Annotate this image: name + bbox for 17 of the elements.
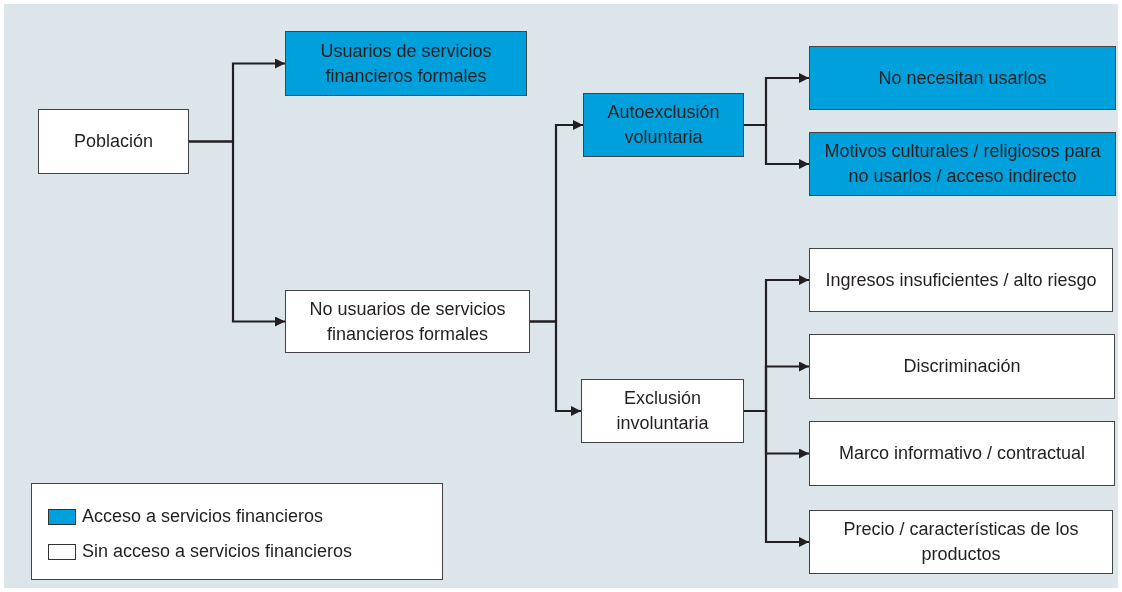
- highlighted-category-box: Motivos culturales / religiosos para no usarlos / acceso indirecto: [809, 132, 1116, 196]
- connector-arrow: [744, 409, 809, 547]
- connector-arrow: [530, 320, 581, 416]
- category-box: Marco informativo / contractual: [809, 421, 1115, 486]
- category-box: Discriminación: [809, 334, 1115, 399]
- connector-arrow: [744, 123, 809, 169]
- category-box: Población: [38, 109, 189, 174]
- legend-label: Acceso a servicios financieros: [82, 506, 324, 527]
- highlighted-category-box: Autoexclusión voluntaria: [583, 93, 744, 157]
- category-box: Ingresos insuficientes / alto riesgo: [809, 248, 1113, 312]
- connector-arrow: [189, 140, 285, 327]
- highlighted-category-box: Usuarios de servicios financieros formales: [285, 31, 527, 96]
- category-box: Precio / características de los productos: [809, 510, 1113, 574]
- legend-label: Sin acceso a servicios financieros: [82, 541, 353, 562]
- highlighted-category-box: No necesitan usarlos: [809, 46, 1116, 110]
- category-box: Exclusión involuntaria: [581, 379, 744, 443]
- category-box: No usuarios de servicios financieros formales: [285, 290, 530, 353]
